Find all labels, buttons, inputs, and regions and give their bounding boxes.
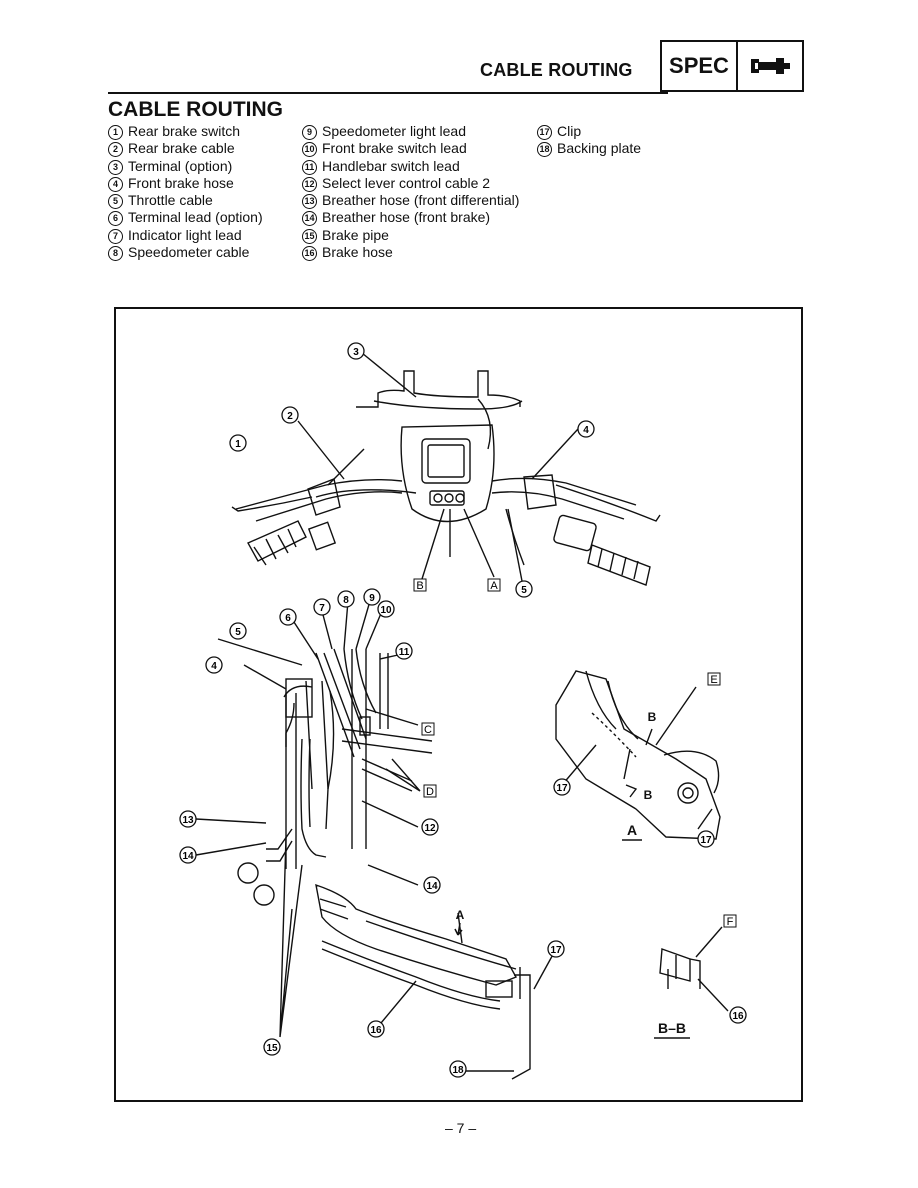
svg-text:3: 3 xyxy=(353,347,359,358)
box-label-e: E xyxy=(710,674,717,686)
svg-text:16: 16 xyxy=(370,1025,382,1036)
svg-text:12: 12 xyxy=(424,823,436,834)
svg-text:17: 17 xyxy=(550,945,562,956)
arrow-label-b-top: B xyxy=(648,710,657,724)
svg-text:14: 14 xyxy=(426,881,438,892)
wrench-icon xyxy=(738,42,802,90)
svg-text:11: 11 xyxy=(399,647,410,658)
header-section-title: CABLE ROUTING xyxy=(480,60,633,80)
box-label-d: D xyxy=(426,786,434,798)
svg-text:8: 8 xyxy=(343,595,349,606)
spec-badge-label: SPEC xyxy=(662,42,738,90)
svg-text:5: 5 xyxy=(235,627,241,638)
svg-text:6: 6 xyxy=(285,613,291,624)
spec-badge: SPEC xyxy=(660,40,804,92)
svg-text:16: 16 xyxy=(732,1011,744,1022)
page-number: – 7 – xyxy=(445,1120,477,1136)
diagram-drawing: 3 2 1 4 5 5 4 6 7 8 9 10 11 12 13 14 14 … xyxy=(179,342,747,1080)
svg-text:4: 4 xyxy=(583,425,589,436)
svg-text:5: 5 xyxy=(521,585,527,596)
svg-text:2: 2 xyxy=(287,411,293,422)
arrow-label-b-bottom: B xyxy=(644,788,653,802)
svg-text:9: 9 xyxy=(369,593,375,604)
arrow-label-a: A xyxy=(456,908,465,922)
box-label-f: F xyxy=(727,916,734,928)
svg-text:4: 4 xyxy=(211,661,217,672)
box-label-c: C xyxy=(424,724,432,736)
page-title: CABLE ROUTING xyxy=(108,98,283,121)
svg-text:18: 18 xyxy=(452,1065,464,1076)
view-label-b-b: B–B xyxy=(658,1020,686,1036)
svg-text:7: 7 xyxy=(319,603,325,614)
svg-text:17: 17 xyxy=(556,783,568,794)
svg-text:10: 10 xyxy=(380,605,392,616)
view-label-a: A xyxy=(627,822,637,838)
svg-text:1: 1 xyxy=(235,439,241,450)
svg-text:13: 13 xyxy=(182,815,194,826)
svg-text:14: 14 xyxy=(182,851,194,862)
box-labels: B A C D E F xyxy=(413,578,737,928)
box-label-a: A xyxy=(490,580,498,592)
svg-text:17: 17 xyxy=(700,835,712,846)
callout-numbers: 3 2 1 4 5 5 4 6 7 8 9 10 11 12 13 14 14 … xyxy=(179,342,747,1078)
header-rule xyxy=(108,92,668,94)
svg-text:15: 15 xyxy=(266,1043,278,1054)
box-label-b: B xyxy=(416,580,423,592)
cable-routing-diagram: 3 2 1 4 5 5 4 6 7 8 9 10 11 12 13 14 14 … xyxy=(114,307,803,1102)
